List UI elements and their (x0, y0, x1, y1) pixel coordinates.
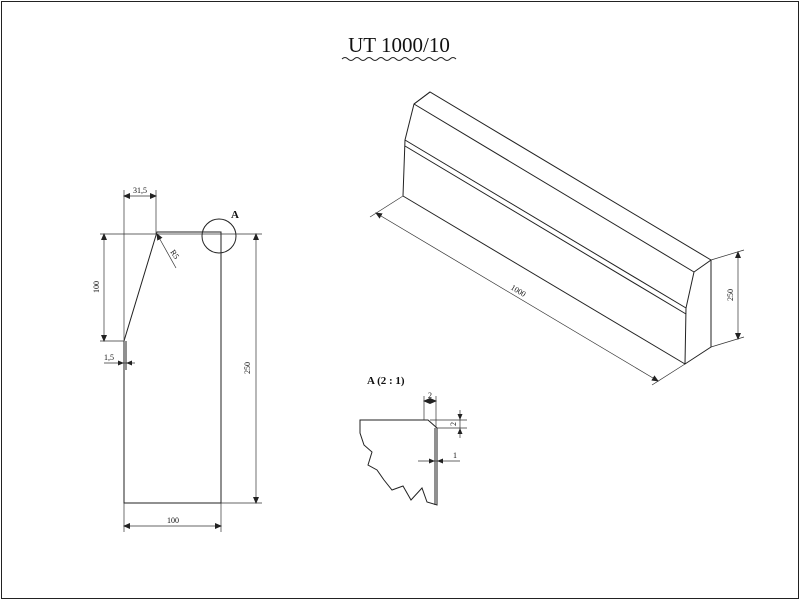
drawing-title: UT 1000/10 (348, 33, 450, 57)
iso-top-ridge (413, 103, 695, 273)
dim-arrow-face-left (118, 360, 124, 366)
profile-outline (123, 231, 222, 504)
iso-dim-line-length (375, 212, 659, 382)
dim-radius: R5 (168, 248, 181, 261)
detail-arrow-h-bottom (457, 428, 463, 434)
detail-marker-circle (201, 218, 237, 254)
isometric-view: 1000 250 (369, 91, 745, 386)
iso-dim-ext-left (369, 195, 404, 218)
iso-dim-length: 1000 (509, 283, 527, 299)
iso-face-break-line (404, 145, 687, 315)
dim-base-width: 100 (167, 516, 179, 525)
iso-top-back-edge (413, 91, 712, 273)
dim-arrow-face-right (126, 360, 132, 366)
detail-arrow-s-right (437, 458, 443, 464)
profile-view: 31,5 R5 100 1,5 250 100 A (92, 186, 262, 532)
iso-right-end (684, 260, 712, 365)
detail-label: A (2 : 1) (367, 375, 405, 387)
detail-outline (359, 419, 438, 506)
iso-dim-height: 250 (726, 289, 735, 301)
iso-left-end (402, 91, 431, 197)
dim-face-offset: 1,5 (104, 353, 114, 362)
detail-marker-label: A (231, 209, 239, 221)
title-block: UT 1000/10 (341, 33, 457, 61)
iso-top-front-edge (404, 139, 687, 309)
iso-front-bottom-edge (402, 195, 686, 365)
detail-arrow-s-left (429, 458, 435, 464)
detail-arrow-h-top (457, 414, 463, 420)
dim-total-height: 250 (243, 362, 252, 374)
iso-dim-ext-right (651, 363, 686, 386)
dim-slope-height: 100 (92, 281, 101, 293)
iso-dim-ext-top (710, 249, 745, 261)
detail-dim-height: 2 (449, 422, 458, 426)
title-wavy-underline (341, 57, 457, 61)
detail-view: A (2 : 1) 2 2 1 (359, 375, 467, 506)
dim-top-offset: 31,5 (133, 186, 147, 195)
iso-dim-ext-bottom (710, 336, 745, 348)
detail-dim-width: 2 (428, 391, 432, 400)
detail-dim-step: 1 (453, 451, 457, 460)
radius-leader (156, 233, 177, 269)
